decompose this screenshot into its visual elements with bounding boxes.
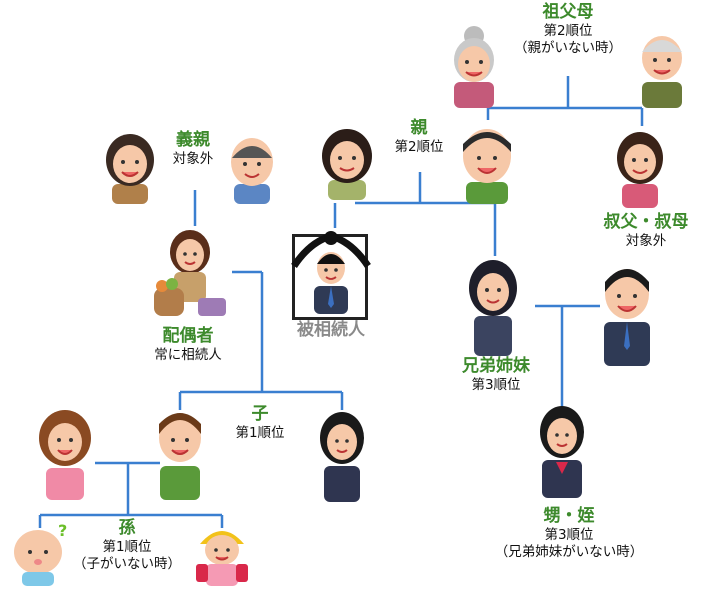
line-spouse (232, 270, 264, 392)
deceased-label: 被相続人 (286, 320, 376, 341)
grandparents-title: 祖父母 (542, 2, 594, 22)
daughter-in-law-figure (39, 410, 91, 500)
parents-rank: 第2順位 (394, 139, 444, 156)
nieces-nephews-title: 甥・姪 (543, 506, 595, 526)
grandchildren-rank: 第1順位 (102, 539, 152, 556)
grandchildren-label: 孫 第1順位 （子がいない時） (62, 518, 192, 573)
granddaughter-figure (196, 531, 248, 586)
daughter-figure (320, 412, 364, 502)
grandparents-label: 祖父母 第2順位 （親がいない時） (500, 2, 636, 57)
parents-title: 親 (410, 118, 428, 138)
grandparents-rank: 第2順位 (543, 23, 593, 40)
grandchildren-condition: （子がいない時） (73, 556, 181, 573)
mother-figure (322, 129, 372, 200)
uncle-aunt-title: 叔父・叔母 (603, 212, 689, 232)
parents-in-law-label: 義親 対象外 (158, 130, 228, 168)
line-grandparents (486, 76, 644, 126)
uncle-aunt-label: 叔父・叔母 対象外 (596, 212, 696, 250)
grandmother-figure (454, 26, 494, 108)
children-rank: 第1順位 (235, 425, 285, 442)
siblings-title: 兄弟姉妹 (462, 356, 530, 376)
spouse-label: 配偶者 常に相続人 (138, 326, 238, 364)
line-grandchildren (38, 461, 224, 528)
parents-in-law-status: 対象外 (172, 151, 214, 168)
aunt-figure (617, 132, 663, 208)
grandparents-condition: （親がいない時） (514, 40, 622, 57)
line-children (178, 390, 344, 410)
siblings-label: 兄弟姉妹 第3順位 (448, 356, 544, 394)
son-figure (159, 413, 201, 500)
spouse-title: 配偶者 (162, 326, 214, 346)
siblings-rank: 第3順位 (471, 377, 521, 394)
line-parents (333, 172, 497, 256)
grandson-figure: ? (14, 522, 67, 586)
children-title: 子 (251, 404, 269, 424)
brother-figure (604, 269, 650, 366)
father-figure (463, 129, 511, 204)
deceased-title: 被相続人 (297, 320, 365, 340)
uncle-aunt-status: 対象外 (625, 233, 667, 250)
nieces-nephews-rank: 第3順位 (544, 527, 594, 544)
grandfather-figure (642, 36, 682, 108)
nieces-nephews-label: 甥・姪 第3順位 （兄弟姉妹がいない時） (474, 506, 664, 561)
parents-label: 親 第2順位 (380, 118, 458, 156)
spouse-figure (154, 230, 226, 316)
grandchildren-title: 孫 (118, 518, 136, 538)
children-label: 子 第1順位 (222, 404, 298, 442)
nieces-nephews-condition: （兄弟姉妹がいない時） (494, 544, 644, 561)
sister-figure (469, 260, 517, 356)
niece-figure (540, 406, 584, 498)
parents-in-law-title: 義親 (176, 130, 210, 150)
line-niece (535, 304, 600, 408)
svg-text:?: ? (58, 522, 67, 540)
spouse-status: 常に相続人 (154, 347, 222, 364)
deceased-figure (291, 231, 371, 314)
father-in-law-figure (231, 138, 273, 204)
mother-in-law-figure (106, 134, 154, 204)
